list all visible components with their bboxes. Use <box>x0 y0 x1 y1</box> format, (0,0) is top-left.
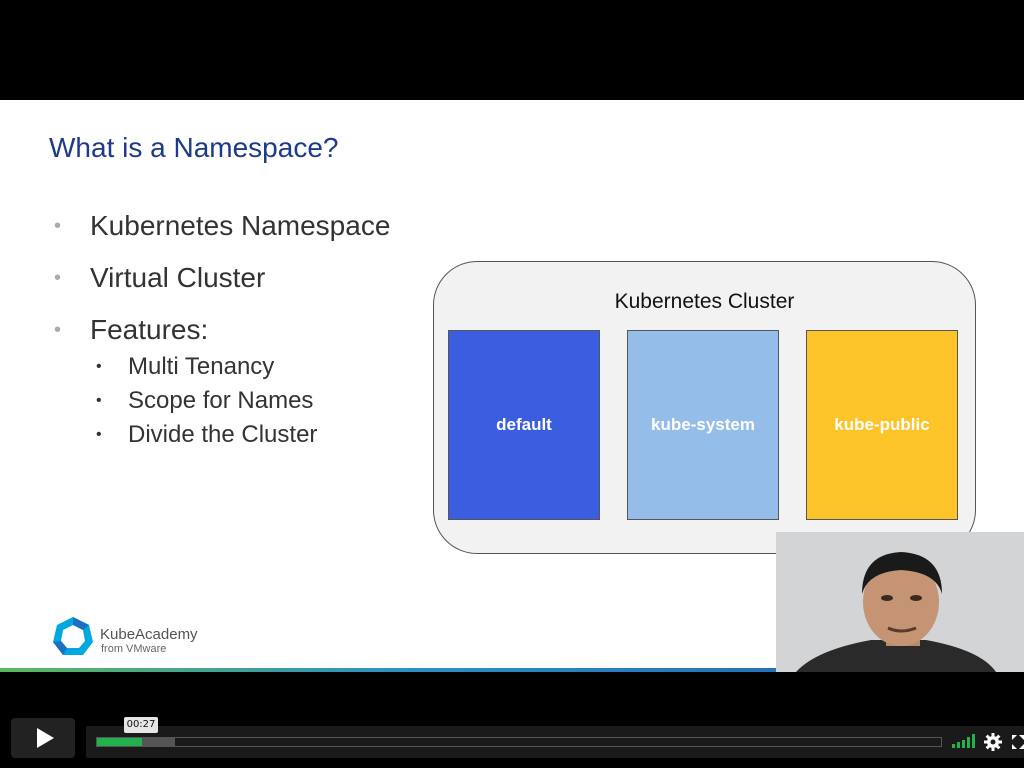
bullet-text: Features: <box>90 314 209 345</box>
sub-bullet-item: • Multi Tenancy <box>54 350 434 384</box>
bullet-item: • Kubernetes Namespace <box>54 208 434 260</box>
kubeacademy-logo: KubeAcademy from VMware <box>50 614 230 660</box>
slide-title: What is a Namespace? <box>49 132 339 163</box>
logo-subtitle: from VMware <box>101 643 167 655</box>
player-controls: 00:27 <box>0 672 1024 768</box>
bullet-dot: • <box>96 392 102 409</box>
slide: What is a Namespace? • Kubernetes Namesp… <box>0 100 1024 672</box>
cluster-diagram: Kubernetes Cluster default kube-system k… <box>433 261 976 554</box>
brand-stripe <box>0 668 1024 672</box>
bullet-list: • Kubernetes Namespace • Virtual Cluster… <box>54 208 434 452</box>
presenter-silhouette <box>776 532 1024 672</box>
sub-bullet-item: • Divide the Cluster <box>54 418 434 452</box>
progress-bar-area <box>86 726 1024 758</box>
logo-name: KubeAcademy <box>100 626 198 643</box>
bullet-dot: • <box>54 267 62 289</box>
played-progress <box>97 738 142 746</box>
sub-bullet-item: • Scope for Names <box>54 384 434 418</box>
gear-icon[interactable] <box>984 733 1002 751</box>
bullet-dot: • <box>96 426 102 443</box>
play-icon <box>36 728 54 748</box>
play-button[interactable] <box>11 718 75 758</box>
namespace-kube-public-box: kube-public <box>806 330 958 520</box>
bullet-dot: • <box>54 319 62 341</box>
presenter-webcam <box>776 532 1024 672</box>
bullet-text: Virtual Cluster <box>90 262 266 293</box>
bullet-item: • Virtual Cluster <box>54 260 434 312</box>
volume-bars-icon[interactable] <box>952 734 976 748</box>
bullet-item: • Features: <box>54 312 434 350</box>
sub-bullet-text: Divide the Cluster <box>128 421 318 448</box>
sub-bullet-text: Multi Tenancy <box>128 353 275 380</box>
fullscreen-icon[interactable] <box>1012 735 1024 749</box>
namespace-default-box: default <box>448 330 600 520</box>
namespace-kube-system-box: kube-system <box>627 330 779 520</box>
bullet-dot: • <box>54 215 62 237</box>
time-tooltip: 00:27 <box>124 717 158 733</box>
sub-bullet-text: Scope for Names <box>128 387 314 414</box>
bullet-dot: • <box>96 358 102 375</box>
bullet-text: Kubernetes Namespace <box>90 210 391 241</box>
kubeacademy-hexagon-icon <box>53 617 93 655</box>
progress-track[interactable] <box>96 737 942 747</box>
cluster-label: Kubernetes Cluster <box>614 290 795 313</box>
